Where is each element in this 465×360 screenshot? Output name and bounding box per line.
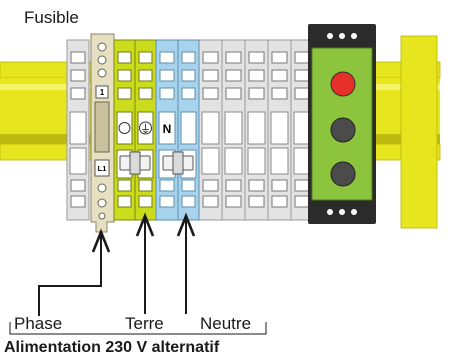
terminal-block-neutral-1 [155, 39, 179, 221]
indicator-lamp-dark-2 [330, 161, 356, 187]
diagram-title: Alimentation 230 V alternatif [4, 339, 220, 356]
label-bracket [9, 322, 267, 335]
neutral-arrow [176, 212, 196, 314]
neutral-marking: N [163, 122, 172, 136]
neutral-label: Neutre [200, 314, 252, 333]
terminal-block-grey-6 [290, 39, 314, 221]
terminal-block-earth-1 [113, 39, 136, 221]
terminal-block-grey-5 [267, 39, 292, 221]
earth-symbol: ⏚ [140, 123, 151, 136]
earth-arrow [135, 212, 155, 314]
earth-label: Terre [125, 314, 164, 333]
terminal-block-grey-4 [244, 39, 269, 221]
terminal-block-grey-3 [221, 39, 246, 221]
fuse-marking-bottom: L1 [98, 164, 107, 173]
phase-arrow [38, 228, 111, 316]
terminal-block-neutral-2 [177, 39, 200, 221]
indicator-lamp-dark-1 [330, 117, 356, 143]
indicator-lamp-red [330, 71, 356, 97]
vertical-rail [400, 35, 438, 229]
terminal-block-earth-2 [134, 39, 157, 221]
fuse-holder [90, 33, 115, 233]
fuse-marking-top: 1 [100, 88, 105, 97]
terminal-block-grey-1 [66, 39, 90, 221]
terminal-block-grey-2 [198, 39, 223, 221]
fuse-label: Fusible [24, 8, 79, 27]
phase-label: Phase [14, 314, 63, 333]
